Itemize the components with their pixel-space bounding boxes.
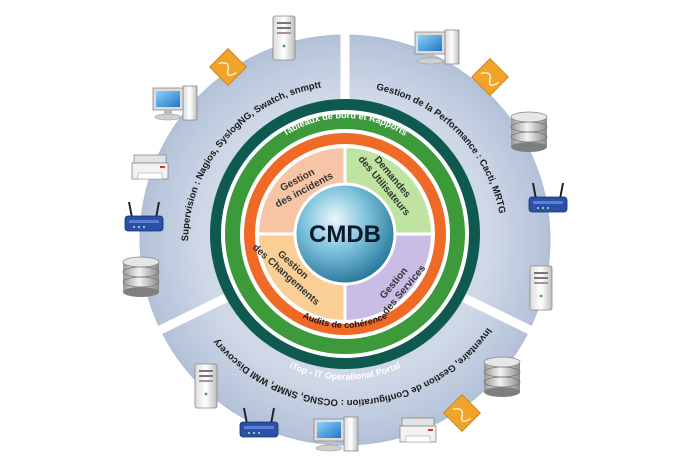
workstation-icon bbox=[313, 416, 359, 452]
printer-icon bbox=[399, 417, 437, 443]
printer-icon bbox=[131, 154, 169, 180]
database-icon bbox=[510, 111, 548, 153]
workstation-icon bbox=[414, 29, 460, 65]
server-icon bbox=[272, 15, 296, 61]
cmdb-label: CMDB bbox=[309, 221, 381, 248]
database-icon bbox=[483, 356, 521, 398]
database-icon bbox=[122, 256, 160, 298]
workstation-icon bbox=[152, 85, 198, 121]
router-icon bbox=[528, 182, 568, 213]
cmdb-sphere[interactable] bbox=[293, 182, 397, 286]
server-icon bbox=[529, 265, 553, 311]
server-icon bbox=[194, 363, 218, 409]
